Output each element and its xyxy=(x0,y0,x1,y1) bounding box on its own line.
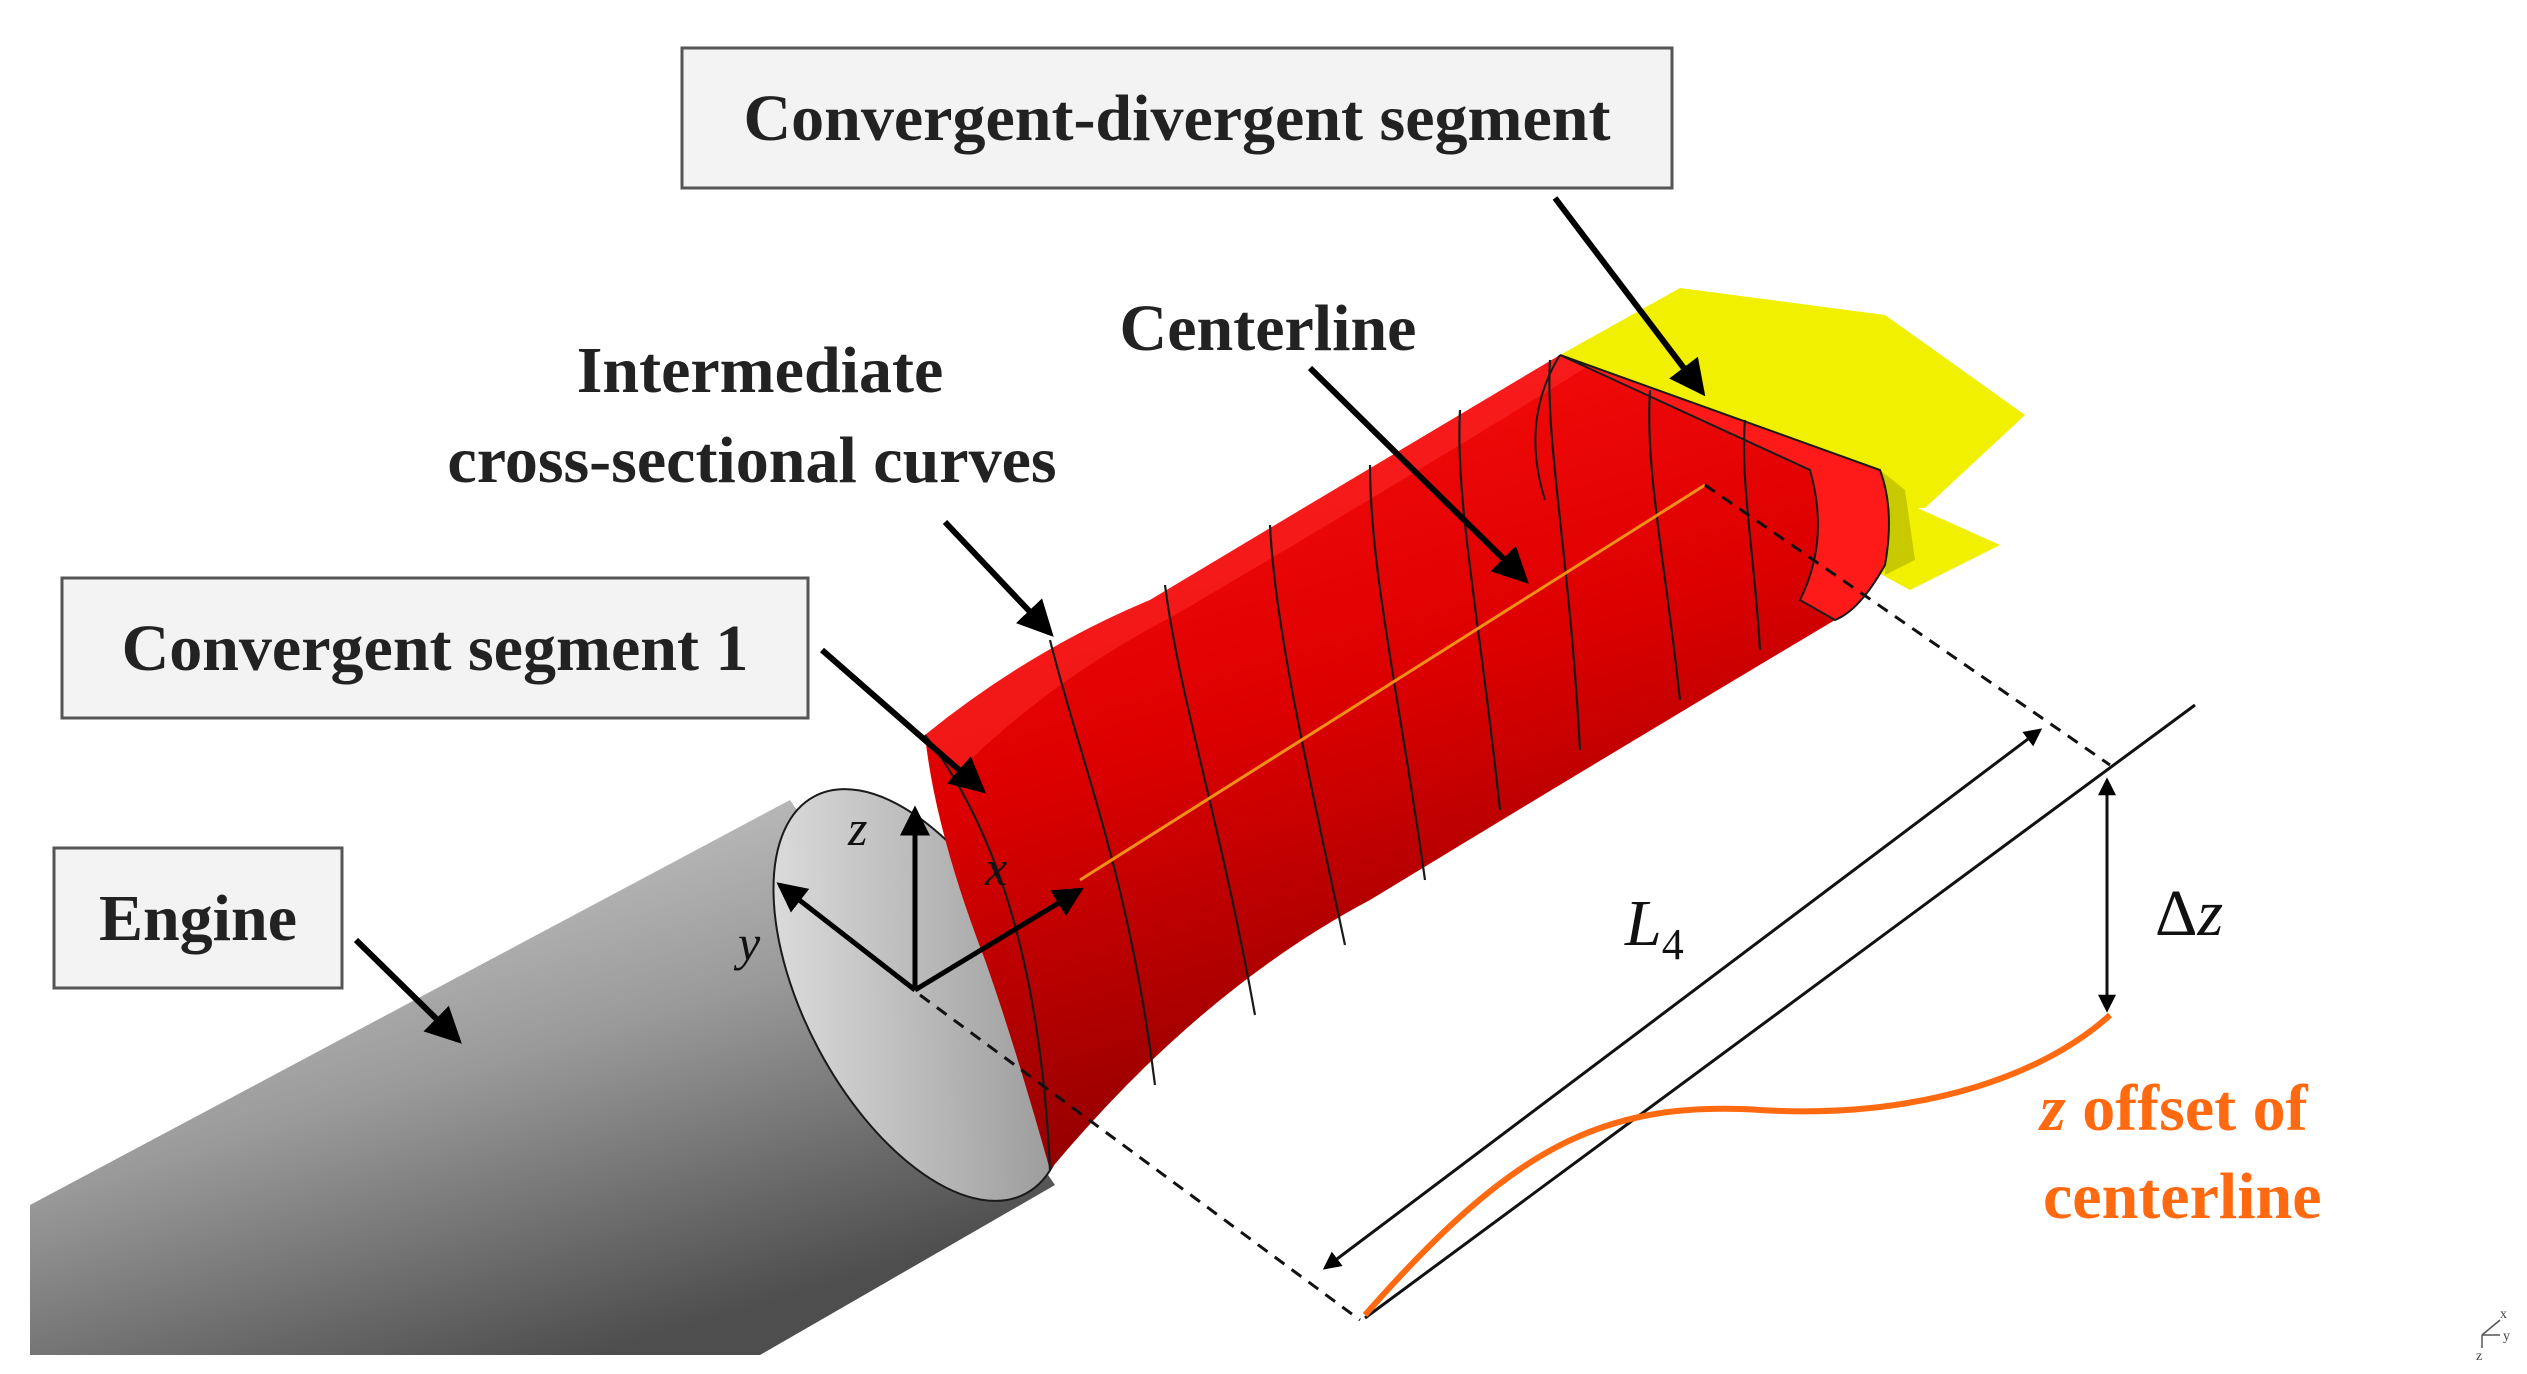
axis-y-arrow xyxy=(776,882,917,992)
axis-x-arrow xyxy=(913,887,1084,993)
label-centerline: Centerline xyxy=(1120,292,1417,365)
coordinate-axes xyxy=(776,805,1084,993)
dimension-extension-lines xyxy=(919,483,2111,1322)
leader-intermediate xyxy=(942,519,1054,637)
z-offset-curve xyxy=(1362,1012,2113,1317)
view-triad xyxy=(2481,1319,2501,1348)
offset-label-line2: centerline xyxy=(2043,1160,2322,1233)
axis-z-label: z xyxy=(847,800,867,856)
triad-y-label: y xyxy=(2503,1329,2510,1344)
leader-engine xyxy=(353,937,462,1044)
svg-text:Engine: Engine xyxy=(99,882,297,955)
triad-x-label: x xyxy=(2500,1307,2507,1322)
label-convergent-segment: Convergent segment 1 xyxy=(60,576,810,720)
centerline xyxy=(1079,483,1706,882)
offset-label-line1: z offset of xyxy=(2038,1072,2309,1145)
svg-text:Convergent segment 1: Convergent segment 1 xyxy=(122,612,749,685)
label-engine: Engine xyxy=(52,846,344,990)
length-dimension-arrow xyxy=(1322,728,2043,1270)
svg-text:Convergent-divergent segment: Convergent-divergent segment xyxy=(744,82,1611,155)
label-intermediate-line1: Intermediate xyxy=(577,334,944,407)
leader-arrows xyxy=(353,196,1706,1044)
axis-x-label: x xyxy=(984,840,1007,896)
leader-cd-segment xyxy=(1552,196,1706,397)
axis-y-label: y xyxy=(733,915,761,971)
leader-convergent-segment xyxy=(820,647,987,794)
leader-centerline xyxy=(1307,365,1529,584)
duct-exit-face xyxy=(1559,354,1890,622)
length-label: L4 xyxy=(1624,887,1684,969)
label-cd-segment: Convergent-divergent segment xyxy=(680,46,1674,190)
triad-z-label: z xyxy=(2476,1349,2482,1364)
label-intermediate-line2: cross-sectional curves xyxy=(447,424,1056,497)
dz-label: Δz xyxy=(2155,877,2223,950)
